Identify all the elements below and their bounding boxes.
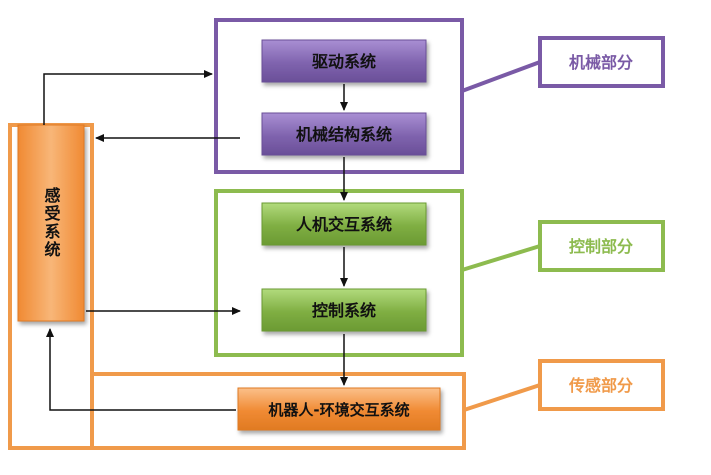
control-label: 控制部分 [538,220,665,272]
arrow-env-to-sensor [46,328,236,411]
robot-environment-box [237,387,441,431]
control-label-connector [461,244,541,272]
hci-system-text: 人机交互系统 [296,215,392,234]
sensing-label-connector [463,383,541,412]
control-system-box [261,288,427,332]
mechanical-structure-box [261,112,427,156]
control-label-text: 控制部分 [569,237,633,256]
sensing-label-text: 传感部分 [568,376,633,395]
drive-system-box [261,39,427,83]
sensor-system-box [17,124,85,322]
arrow-sensor-to-drive [43,70,213,125]
hci-system-box [261,202,427,246]
mechanical-group-frame [214,18,464,174]
control-group-frame [214,189,464,357]
sensing-label: 传感部分 [538,359,665,411]
robot-environment-text: 机器人-环境交互系统 [268,401,409,419]
drive-system-text: 驱动系统 [312,52,376,71]
mechanical-label-connector [461,60,541,93]
control-system-text: 控制系统 [312,301,376,320]
mechanical-structure-text: 机械结构系统 [296,125,392,144]
sensor-system-text: 感受系统 [42,186,61,259]
mechanical-label: 机械部分 [538,36,665,88]
mechanical-label-text: 机械部分 [569,53,633,72]
